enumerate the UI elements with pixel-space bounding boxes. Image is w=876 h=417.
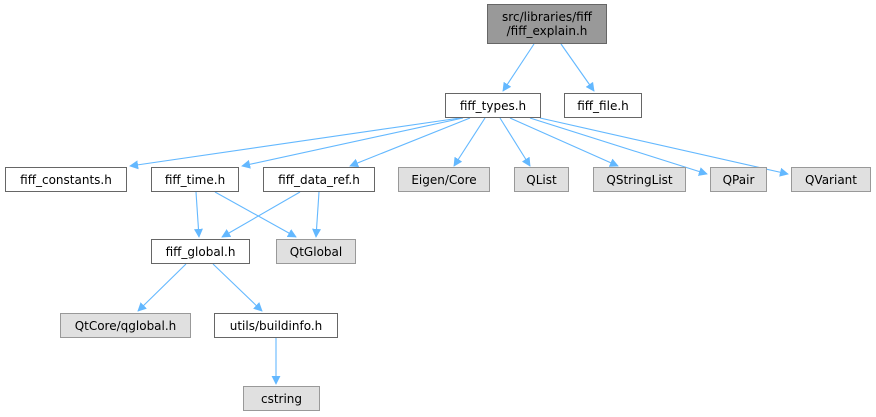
node-qtglobal: QtGlobal — [276, 239, 356, 264]
edge-fiff-time-to-qtglobal — [214, 191, 297, 238]
node-fiff-file[interactable]: fiff_file.h — [564, 93, 642, 118]
edge-fiff-global-to-qtcore-qglobal — [137, 263, 187, 312]
node-fiff-time[interactable]: fiff_time.h — [151, 167, 239, 192]
node-label: QPair — [722, 172, 755, 187]
node-label: QtGlobal — [289, 244, 343, 259]
node-fiff-constants[interactable]: fiff_constants.h — [5, 167, 127, 192]
edge-fiff-time-to-fiff-global — [193, 191, 203, 238]
node-label: src/libraries/fiff /fiff_explain.h — [502, 10, 592, 38]
node-cstring: cstring — [243, 386, 320, 411]
edge-fiff-types-to-eigen-core — [453, 117, 486, 167]
edge-fiff-types-to-qlist — [499, 117, 531, 167]
node-eigen-core: Eigen/Core — [398, 167, 490, 192]
node-label: cstring — [260, 391, 303, 406]
node-fiff-global[interactable]: fiff_global.h — [151, 239, 250, 264]
node-label: Eigen/Core — [411, 172, 477, 187]
node-qvariant: QVariant — [791, 167, 871, 192]
node-label: fiff_file.h — [577, 98, 629, 113]
edge-fiff-data-ref-to-fiff-global — [221, 191, 301, 238]
edge-fiff-types-to-qstringlist — [509, 117, 619, 167]
node-root[interactable]: src/libraries/fiff /fiff_explain.h — [487, 4, 607, 44]
node-qlist: QList — [514, 167, 569, 192]
edge-fiff-types-to-fiff-constants — [129, 117, 461, 170]
node-label: QList — [526, 172, 557, 187]
node-qstringlist: QStringList — [593, 167, 686, 192]
node-label: fiff_global.h — [165, 244, 236, 259]
edge-fiff-global-to-utils-buildinfo — [212, 263, 263, 312]
node-fiff-types[interactable]: fiff_types.h — [445, 93, 541, 118]
edge-root-to-fiff-types — [502, 43, 535, 92]
node-label: fiff_constants.h — [20, 172, 112, 187]
node-label: fiff_time.h — [164, 172, 226, 187]
node-fiff-data-ref[interactable]: fiff_data_ref.h — [263, 167, 375, 192]
edge-fiff-data-ref-to-qtglobal — [312, 191, 322, 238]
node-label: QStringList — [606, 172, 673, 187]
node-qpair: QPair — [710, 167, 767, 192]
node-label: utils/buildinfo.h — [229, 318, 323, 333]
edge-fiff-types-to-qvariant — [539, 117, 789, 177]
node-label: fiff_data_ref.h — [278, 172, 360, 187]
node-label: QtCore/qglobal.h — [74, 318, 177, 333]
node-utils-buildinfo[interactable]: utils/buildinfo.h — [214, 313, 338, 338]
node-qtcore-qglobal: QtCore/qglobal.h — [60, 313, 191, 338]
edges-layer — [129, 43, 789, 385]
edge-fiff-types-to-fiff-time — [241, 117, 464, 169]
edge-root-to-fiff-file — [560, 43, 595, 92]
node-label: QVariant — [804, 172, 857, 187]
node-label: fiff_types.h — [459, 98, 527, 113]
edge-fiff-types-to-fiff-data-ref — [349, 117, 471, 168]
edge-fiff-types-to-qpair — [529, 117, 708, 176]
